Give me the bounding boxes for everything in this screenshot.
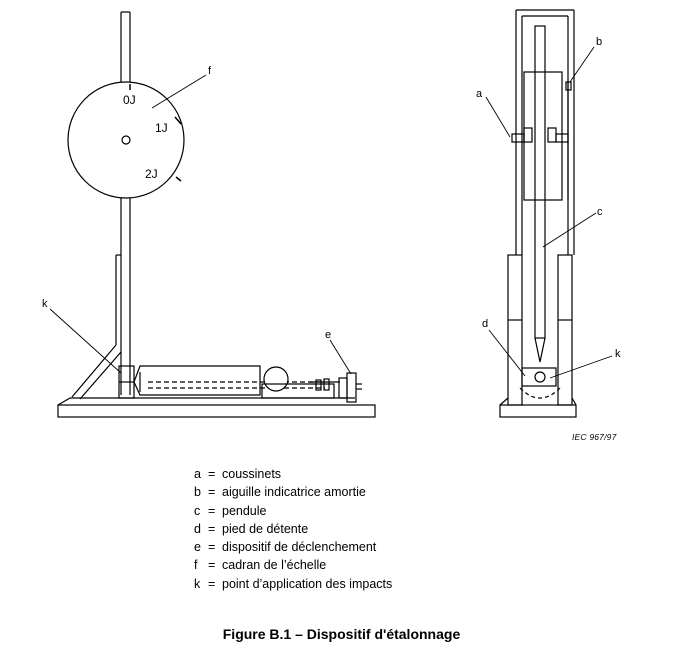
legend-item-c: c = pendule xyxy=(194,502,392,520)
legend-equals: = xyxy=(208,540,216,555)
side-view xyxy=(499,9,577,418)
label-c: c xyxy=(597,206,603,218)
legend-item-e: e = dispositif de déclenchement xyxy=(194,538,392,556)
front-view xyxy=(57,11,376,418)
figure-caption: Figure B.1 – Dispositif d'étalonnage xyxy=(222,626,461,642)
label-k-front: k xyxy=(42,298,48,310)
legend-equals: = xyxy=(208,521,216,536)
legend: a = coussinets b = aiguille indicatrice … xyxy=(194,465,392,593)
legend-key: a xyxy=(194,467,201,481)
labels: 0J 1J 2J f k e a b c d k xyxy=(42,36,621,360)
label-e: e xyxy=(325,329,331,341)
dial-pivot xyxy=(121,135,131,145)
label-f: f xyxy=(208,65,212,77)
leader-lines xyxy=(49,46,613,379)
legend-item-b: b = aiguille indicatrice amortie xyxy=(194,483,392,501)
legend-item-a: a = coussinets xyxy=(194,465,392,483)
legend-text: pendule xyxy=(222,503,267,518)
legend-equals: = xyxy=(208,503,216,518)
legend-text: dispositif de déclenchement xyxy=(222,540,377,555)
legend-text: point d’application des impacts xyxy=(222,576,393,591)
label-k-side: k xyxy=(615,348,621,360)
mark-0j: 0J xyxy=(123,93,136,107)
legend-item-f: f = cadran de l’échelle xyxy=(194,556,392,574)
label-b: b xyxy=(596,36,602,48)
ball xyxy=(263,366,289,392)
legend-key: c xyxy=(194,503,201,518)
label-d: d xyxy=(482,318,488,330)
legend-key: k xyxy=(194,576,201,591)
mark-1j: 1J xyxy=(155,121,168,135)
calibration-apparatus-drawing: 0J 1J 2J f k e a b c d k xyxy=(42,9,621,418)
legend-equals: = xyxy=(208,467,216,481)
legend-key: b xyxy=(194,485,201,500)
legend-key: e xyxy=(194,540,201,555)
legend-equals: = xyxy=(208,485,216,500)
legend-text: pied de détente xyxy=(222,521,309,536)
label-a: a xyxy=(476,88,483,100)
legend-text: aiguille indicatrice amortie xyxy=(222,485,366,500)
legend-item-d: d = pied de détente xyxy=(194,520,392,538)
legend-equals: = xyxy=(208,558,216,573)
legend-item-k: k = point d’application des impacts xyxy=(194,575,392,593)
legend-key: d xyxy=(194,521,201,536)
legend-equals: = xyxy=(208,576,216,591)
legend-text: cadran de l’échelle xyxy=(222,558,327,573)
legend-key: f xyxy=(194,558,198,573)
scale-dial xyxy=(67,81,185,199)
mark-2j: 2J xyxy=(145,167,158,181)
figure-credit: IEC 967/97 xyxy=(572,432,617,442)
legend-text: coussinets xyxy=(222,467,282,481)
